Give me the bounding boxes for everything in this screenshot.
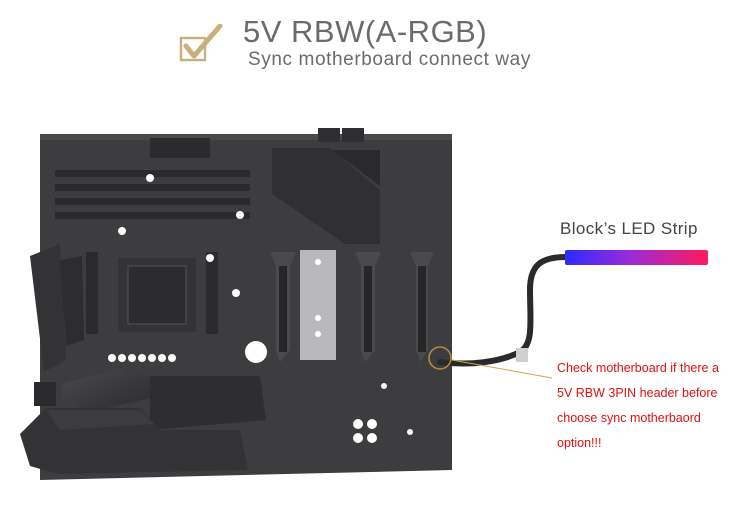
warning-note: Check motherboard if there a 5V RBW 3PIN… — [557, 356, 747, 456]
warning-line: option!!! — [557, 436, 602, 450]
led-strip-bar — [565, 250, 708, 265]
warning-line: 5V RBW 3PIN header before — [557, 386, 718, 400]
page-title: 5V RBW(A-RGB) — [243, 14, 488, 49]
led-strip-label: Block’s LED Strip — [560, 219, 698, 238]
checkmark-icon — [179, 24, 223, 62]
warning-line: Check motherboard if there a — [557, 361, 719, 375]
warning-line: choose sync motherbaord — [557, 411, 701, 425]
page-subtitle: Sync motherboard connect way — [248, 49, 531, 70]
